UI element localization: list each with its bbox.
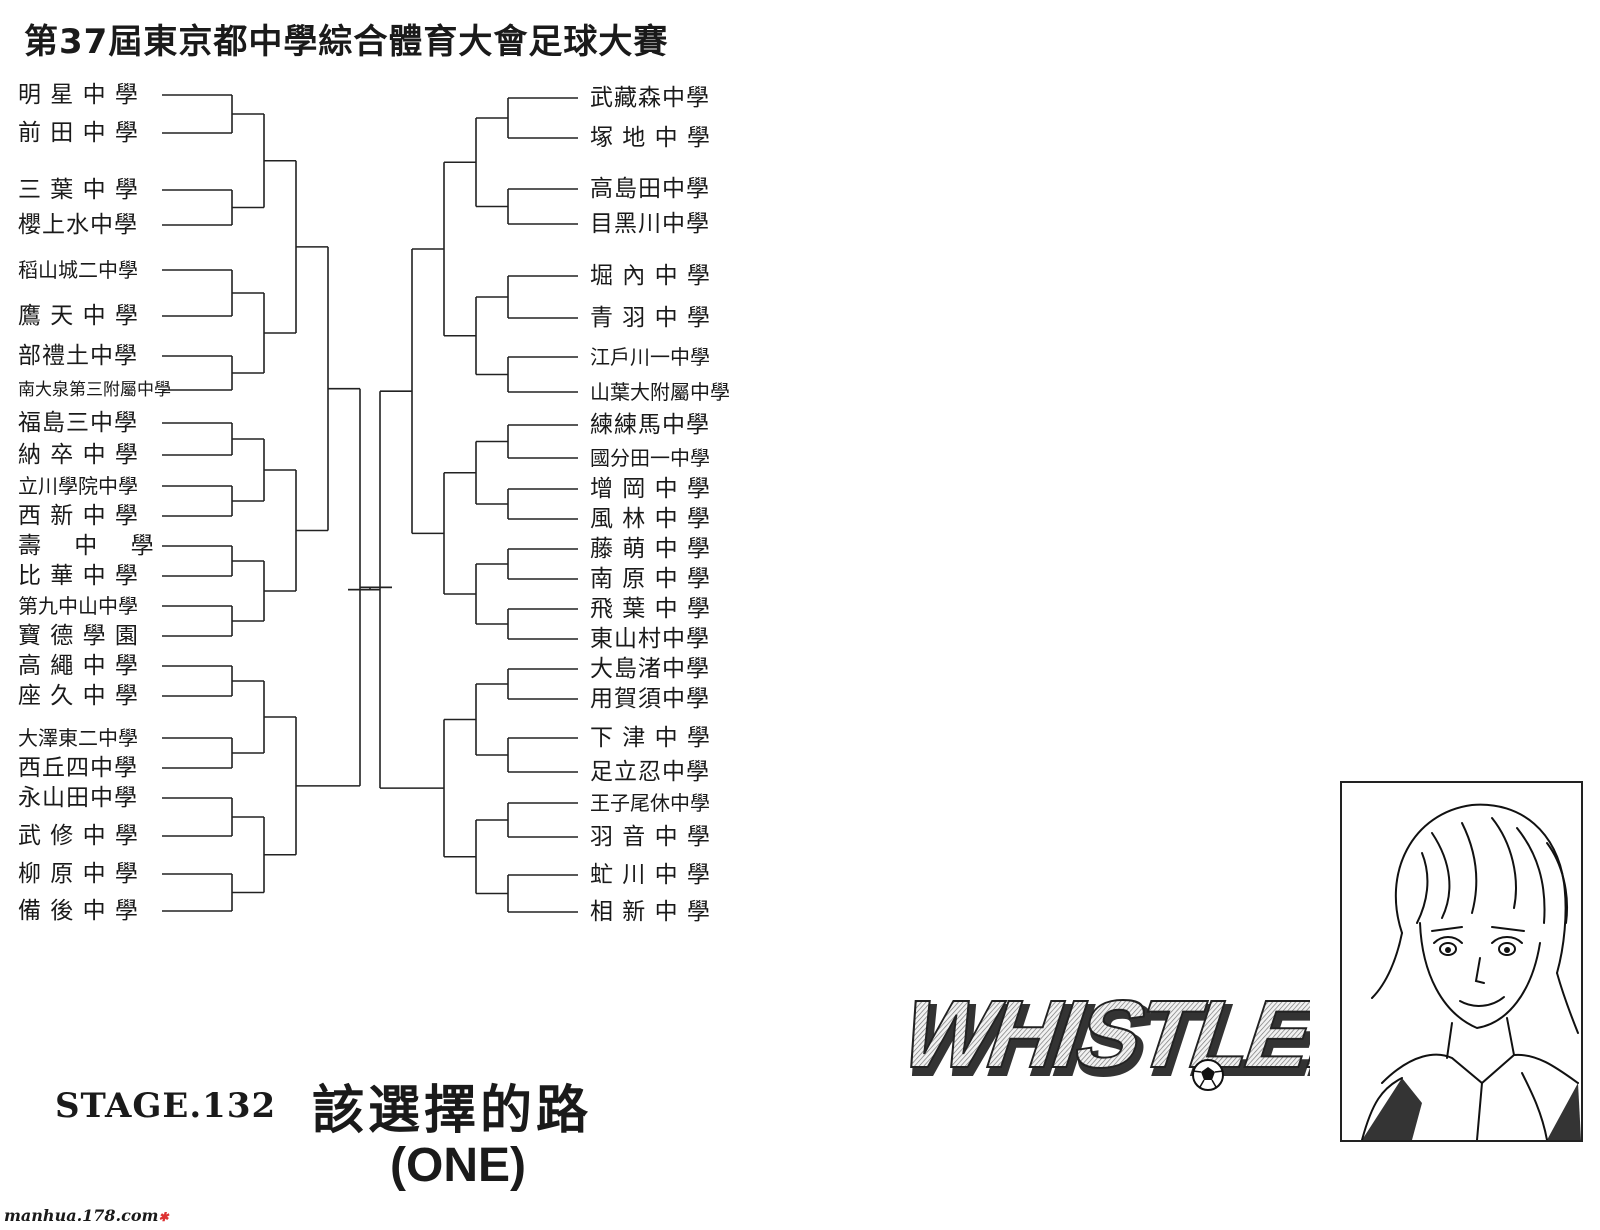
right-team-22: 虻 川 中 學 bbox=[590, 862, 711, 888]
tournament-title: 第37屆東京都中學綜合體育大會足球大賽 bbox=[24, 22, 669, 62]
left-team-18: 大澤東二中學 bbox=[18, 726, 138, 750]
left-team-19: 西丘四中學 bbox=[18, 755, 138, 781]
left-team-10: 立川學院中學 bbox=[18, 474, 138, 498]
left-team-6: 部禮土中學 bbox=[18, 343, 138, 369]
left-team-13: 比 華 中 學 bbox=[18, 563, 139, 589]
chapter-title: 該選擇的路 bbox=[312, 1081, 593, 1141]
right-team-2: 高島田中學 bbox=[590, 176, 710, 202]
left-team-0: 明 星 中 學 bbox=[18, 82, 139, 108]
right-team-14: 飛 葉 中 學 bbox=[590, 596, 711, 622]
right-team-8: 練練馬中學 bbox=[590, 412, 710, 438]
right-team-19: 足立忍中學 bbox=[590, 759, 710, 785]
right-team-23: 相 新 中 學 bbox=[590, 899, 711, 925]
right-team-3: 目黑川中學 bbox=[590, 211, 710, 237]
left-team-8: 福島三中學 bbox=[18, 410, 138, 436]
right-team-6: 江戶川一中學 bbox=[590, 345, 710, 369]
stage-label: STAGE.132 bbox=[55, 1086, 277, 1126]
svg-text:WHISTLE!: WHISTLE! bbox=[890, 980, 1310, 1087]
right-team-20: 王子尾休中學 bbox=[590, 791, 710, 815]
left-team-20: 永山田中學 bbox=[18, 785, 138, 811]
soccer-ball-icon bbox=[1192, 1059, 1224, 1091]
left-team-22: 柳 原 中 學 bbox=[18, 861, 139, 887]
star-icon: ✱ bbox=[158, 1210, 169, 1224]
right-team-9: 國分田一中學 bbox=[590, 446, 710, 470]
left-team-21: 武 修 中 學 bbox=[18, 823, 139, 849]
character-portrait bbox=[1340, 781, 1583, 1142]
right-team-12: 藤 萌 中 學 bbox=[590, 536, 711, 562]
right-team-4: 堀 內 中 學 bbox=[590, 263, 711, 289]
left-team-17: 座 久 中 學 bbox=[18, 683, 139, 709]
watermark: manhua.178.com✱ bbox=[4, 1206, 169, 1225]
left-team-1: 前 田 中 學 bbox=[18, 120, 139, 146]
left-team-5: 鷹 天 中 學 bbox=[18, 303, 139, 329]
right-team-1: 塚 地 中 學 bbox=[590, 125, 711, 151]
right-team-11: 風 林 中 學 bbox=[590, 506, 711, 532]
left-team-12: 壽 中 學 bbox=[18, 533, 155, 559]
right-team-0: 武藏森中學 bbox=[590, 85, 710, 111]
right-team-13: 南 原 中 學 bbox=[590, 566, 711, 592]
left-team-2: 三 葉 中 學 bbox=[18, 177, 139, 203]
right-team-15: 東山村中學 bbox=[590, 626, 710, 652]
right-team-7: 山葉大附屬中學 bbox=[590, 380, 730, 404]
left-team-11: 西 新 中 學 bbox=[18, 503, 139, 529]
right-team-5: 青 羽 中 學 bbox=[590, 305, 711, 331]
left-team-16: 高 繩 中 學 bbox=[18, 653, 139, 679]
left-team-4: 稻山城二中學 bbox=[18, 258, 138, 282]
left-team-3: 櫻上水中學 bbox=[18, 212, 138, 238]
left-team-9: 納 卒 中 學 bbox=[18, 442, 139, 468]
svg-text:WHISTLE!: WHISTLE! bbox=[892, 986, 1310, 1093]
right-team-17: 用賀須中學 bbox=[590, 686, 710, 712]
right-team-16: 大島渚中學 bbox=[590, 656, 710, 682]
left-team-7: 南大泉第三附屬中學 bbox=[18, 380, 171, 400]
right-team-10: 增 岡 中 學 bbox=[590, 476, 711, 502]
left-team-23: 備 後 中 學 bbox=[18, 898, 139, 924]
left-team-15: 寶 德 學 園 bbox=[18, 623, 139, 649]
whistle-logo: WHISTLE! WHISTLE! bbox=[886, 975, 1361, 1096]
tournament-bracket bbox=[162, 94, 578, 913]
right-team-21: 羽 音 中 學 bbox=[590, 824, 711, 850]
chapter-subtitle: (ONE) bbox=[390, 1139, 526, 1192]
left-team-14: 第九中山中學 bbox=[18, 594, 138, 618]
right-team-18: 下 津 中 學 bbox=[590, 725, 711, 751]
